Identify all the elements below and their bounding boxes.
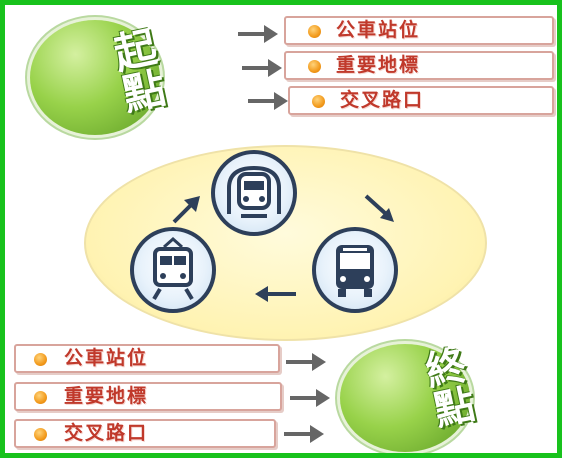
start-arrow-2 [242, 59, 282, 77]
bullet-dot-icon [308, 25, 321, 38]
end-option-bus-stop: 公車站位 [14, 344, 280, 373]
cycle-arrow-metro-to-bus [364, 194, 394, 222]
end-arrow-3 [284, 425, 324, 443]
start-option-landmark: 重要地標 [284, 51, 554, 80]
option-label: 交叉路口 [64, 422, 149, 444]
train-icon [130, 227, 216, 313]
end-ball: 終點 [340, 343, 477, 452]
cycle-arrow-bus-to-train [255, 286, 296, 302]
start-arrow-1 [238, 25, 278, 43]
option-label: 公車站位 [336, 19, 421, 41]
end-arrow-1 [286, 353, 326, 371]
start-ball: 起點 [30, 20, 169, 135]
cycle-arrow-train-to-metro [172, 196, 200, 224]
start-arrow-3 [248, 92, 288, 110]
bus-icon [312, 227, 398, 313]
start-label: 起點 [103, 23, 170, 117]
bullet-dot-icon [312, 95, 325, 108]
metro-icon [211, 150, 297, 236]
end-option-landmark: 重要地標 [14, 382, 282, 411]
option-label: 交叉路口 [340, 89, 425, 111]
bullet-dot-icon [34, 391, 47, 404]
end-option-intersection: 交叉路口 [14, 419, 276, 448]
option-label: 重要地標 [336, 54, 421, 76]
start-option-bus-stop: 公車站位 [284, 16, 554, 45]
bullet-dot-icon [34, 428, 47, 441]
option-label: 公車站位 [64, 347, 149, 369]
option-label: 重要地標 [64, 385, 149, 407]
bullet-dot-icon [34, 353, 47, 366]
start-option-intersection: 交叉路口 [288, 86, 554, 115]
end-label: 終點 [415, 343, 477, 432]
bullet-dot-icon [308, 60, 321, 73]
end-arrow-2 [290, 389, 330, 407]
